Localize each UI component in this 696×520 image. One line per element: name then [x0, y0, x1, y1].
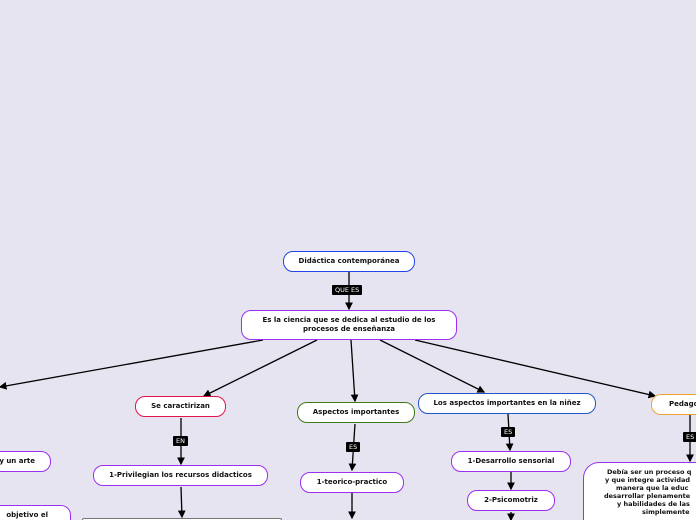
link-label: EN: [173, 436, 188, 446]
link-label: ES: [346, 442, 361, 452]
caracterizan-node[interactable]: Se caractirizan: [135, 396, 226, 417]
definition-node[interactable]: Es la ciencia que se dedica al estudio d…: [241, 310, 457, 340]
psicomotriz-node[interactable]: 2-Psicomotriz: [467, 490, 555, 511]
text-line: simplemente: [642, 508, 690, 516]
left-node-2[interactable]: objetivo el: [0, 505, 71, 520]
ninez-node[interactable]: Los aspectos importantes en la niñez: [418, 393, 596, 414]
text-line: y que integre actividad: [605, 476, 691, 484]
pedagogia-node[interactable]: Pedago: [651, 394, 696, 415]
text-line: desarrollar plenamente: [604, 492, 691, 500]
recursos-node[interactable]: 1-Privilegian los recursos didacticos: [93, 465, 268, 486]
link-label: QUE ES: [332, 285, 363, 295]
root-node[interactable]: Didáctica contemporánea: [283, 251, 415, 272]
link-label: ES: [501, 427, 516, 437]
teorico-node[interactable]: 1-teorico-practico: [300, 472, 404, 493]
text-line: y habilidades de las: [617, 500, 690, 508]
sensorial-node[interactable]: 1-Desarrollo sensorial: [451, 451, 571, 472]
aspectos-node[interactable]: Aspectos importantes: [297, 402, 415, 423]
pedagogia-text-node[interactable]: Debía ser un proceso q y que integre act…: [583, 462, 696, 520]
link-label: ES: [683, 432, 696, 442]
text-line: manera que la educ: [616, 484, 689, 492]
left-node-1[interactable]: y un arte: [0, 451, 51, 472]
partial-node[interactable]: [82, 518, 282, 520]
text-line: Debía ser un proceso q: [607, 468, 692, 476]
